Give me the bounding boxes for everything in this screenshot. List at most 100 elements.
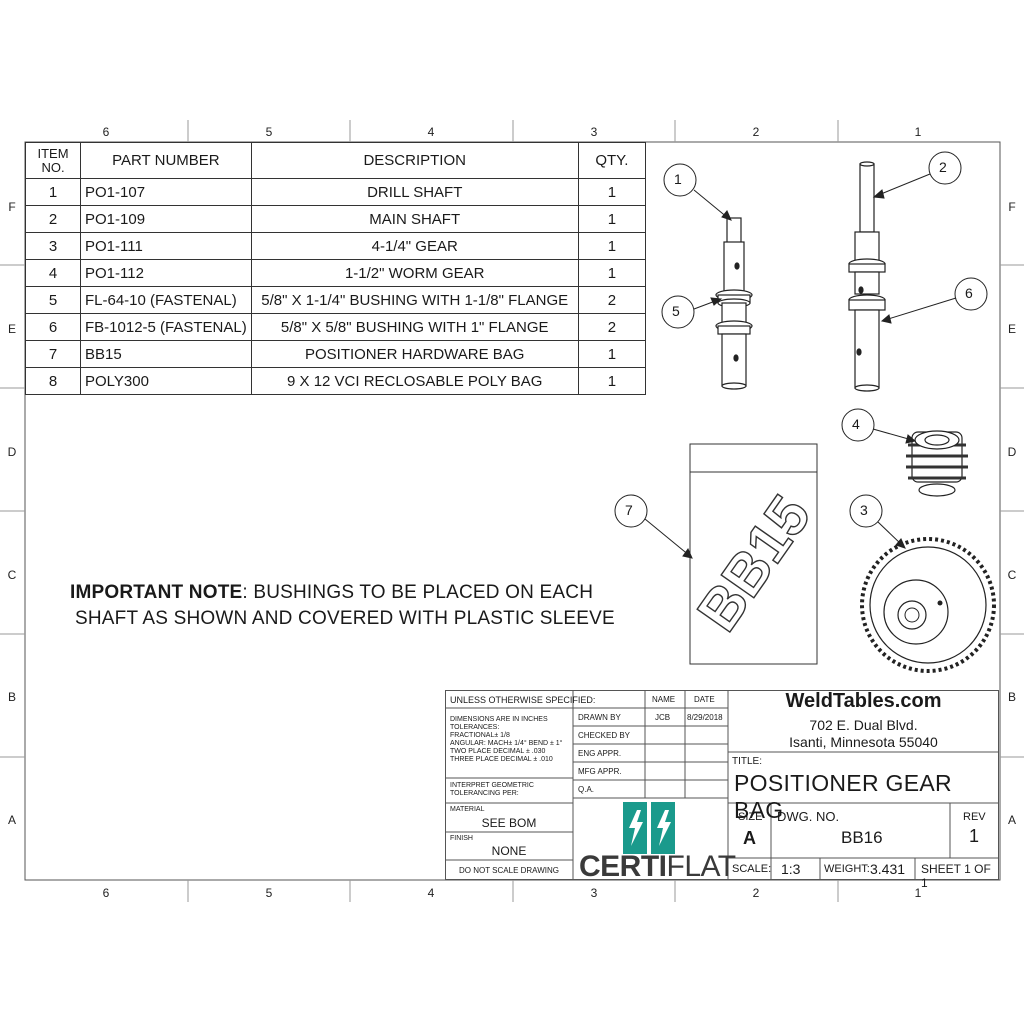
interpret-note: INTERPRET GEOMETRIC TOLERANCING PER:	[450, 782, 534, 797]
note-line1: : BUSHINGS TO BE PLACED ON EACH	[242, 582, 594, 603]
zone-col-4: 4	[427, 125, 435, 139]
balloon-5: 5	[672, 303, 680, 319]
bom-cell-part: FL-64-10 (FASTENAL)	[80, 286, 252, 314]
balloon-4: 4	[852, 416, 860, 432]
material-value: SEE BOM	[481, 816, 537, 830]
company-name: WeldTables.com	[785, 690, 942, 712]
do-not-scale: DO NOT SCALE DRAWING	[458, 866, 559, 875]
zone-col-1-bottom: 1	[914, 886, 922, 900]
zone-col-3: 3	[590, 125, 598, 139]
zone-col-3-bottom: 3	[590, 886, 598, 900]
tolerance-notes: DIMENSIONS ARE IN INCHES TOLERANCES: FRA…	[450, 716, 563, 763]
title-label: TITLE:	[732, 756, 763, 767]
drawn-by-date: 8/29/2018	[687, 713, 723, 722]
rev-label: REV	[963, 811, 986, 823]
finish-value: NONE	[491, 844, 527, 858]
name-header: NAME	[652, 695, 676, 704]
zone-col-2-bottom: 2	[752, 886, 760, 900]
weight-label: WEIGHT:	[824, 863, 870, 875]
zone-row-d: D	[7, 445, 17, 459]
material-label: MATERIAL	[450, 806, 485, 813]
drill-shaft	[715, 217, 753, 390]
bom-cell-desc: MAIN SHAFT	[250, 205, 579, 233]
zone-col-6: 6	[102, 125, 110, 139]
checked-by-label: CHECKED BY	[578, 731, 631, 740]
certiflat-logo-text: CERTIFLAT	[579, 850, 736, 883]
bom-cell-item: 6	[25, 313, 81, 341]
unless-specified: UNLESS OTHERWISE SPECIFIED:	[450, 695, 596, 705]
bom-cell-part: PO1-109	[80, 205, 252, 233]
zone-row-e-right: E	[1007, 322, 1016, 336]
important-note: IMPORTANT NOTE: BUSHINGS TO BE PLACED ON…	[70, 580, 615, 632]
size-label: SIZE	[738, 811, 763, 823]
drawn-by-name: JCB	[655, 713, 671, 722]
zone-col-2: 2	[752, 125, 760, 139]
balloons	[614, 151, 988, 528]
bom-cell-qty: 2	[577, 313, 647, 341]
address-line-2: Isanti, Minnesota 55040	[789, 734, 938, 750]
scale-value: 1:3	[781, 861, 801, 877]
qa-label: Q.A.	[578, 785, 595, 794]
bom-cell-qty: 1	[577, 232, 647, 260]
zone-col-6-bottom: 6	[102, 886, 110, 900]
zone-row-a: A	[7, 813, 16, 827]
zone-row-f: F	[8, 200, 16, 214]
balloon-6: 6	[965, 285, 973, 301]
balloon-2: 2	[939, 159, 947, 175]
bom-cell-desc: DRILL SHAFT	[250, 178, 579, 206]
zone-col-5: 5	[265, 125, 273, 139]
balloon-1: 1	[674, 171, 682, 187]
bom-header-desc: DESCRIPTION	[250, 142, 579, 179]
finish-label: FINISH	[450, 835, 473, 842]
zone-row-d-right: D	[1007, 445, 1017, 459]
bom-cell-desc: 1-1/2" WORM GEAR	[250, 259, 579, 287]
mfg-appr-label: MFG APPR.	[578, 767, 622, 776]
zone-col-5-bottom: 5	[265, 886, 273, 900]
address-line-1: 702 E. Dual Blvd.	[809, 717, 918, 733]
bom-cell-qty: 1	[577, 178, 647, 206]
zone-row-c: C	[7, 568, 17, 582]
bom-cell-qty: 2	[577, 286, 647, 314]
zone-ticks	[0, 120, 1024, 902]
size-value: A	[743, 828, 756, 848]
bom-cell-part: PO1-107	[80, 178, 252, 206]
title-block-grid	[445, 690, 999, 880]
sheet-number: SHEET 1 OF 1	[921, 862, 991, 890]
drawn-by-label: DRAWN BY	[578, 713, 621, 722]
eng-appr-label: ENG APPR.	[578, 749, 622, 758]
bom-header-qty: QTY.	[577, 142, 647, 179]
bom-cell-desc: 5/8" X 5/8" BUSHING WITH 1" FLANGE	[250, 313, 579, 341]
spur-gear	[860, 537, 996, 673]
bom-cell-item: 3	[25, 232, 81, 260]
zone-col-4-bottom: 4	[427, 886, 435, 900]
title-block: UNLESS OTHERWISE SPECIFIED: NAME DATE DI…	[445, 690, 999, 890]
bom-cell-part: POLY300	[80, 367, 252, 395]
dwg-no-value: BB16	[841, 828, 883, 847]
zone-row-f-right: F	[1008, 200, 1016, 214]
date-header: DATE	[694, 695, 715, 704]
poly-bag: BB15	[684, 443, 824, 665]
zone-row-c-right: C	[1007, 568, 1017, 582]
drawing-title: POSITIONER GEAR BAG	[734, 770, 952, 823]
bom-cell-item: 2	[25, 205, 81, 233]
zone-row-e: E	[7, 322, 16, 336]
scale-label: SCALE:	[732, 863, 772, 875]
bom-cell-qty: 1	[577, 205, 647, 233]
balloon-7: 7	[625, 502, 633, 518]
weight-value: 3.431	[870, 861, 906, 877]
bom-header-row: ITEM NO. PART NUMBER DESCRIPTION QTY.	[25, 142, 647, 179]
bom-cell-qty: 1	[577, 367, 647, 395]
bom-cell-item: 8	[25, 367, 81, 395]
bom-cell-part: BB15	[80, 340, 252, 368]
worm-gear	[906, 430, 968, 497]
certiflat-logo-icon	[623, 802, 675, 854]
bom-cell-item: 1	[25, 178, 81, 206]
